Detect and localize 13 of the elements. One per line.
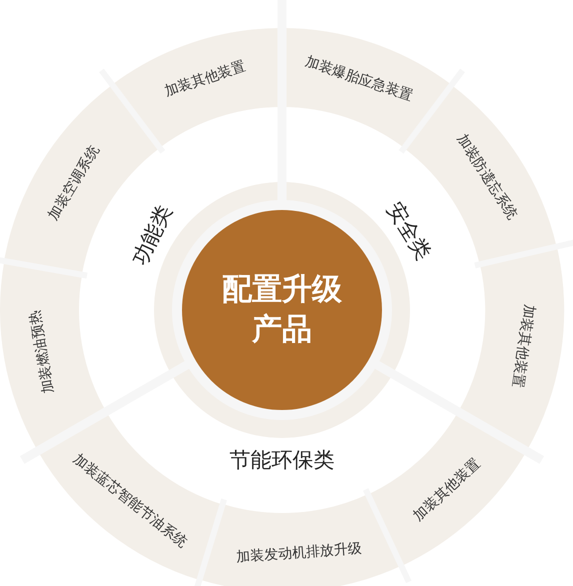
center-title: 配置升级产品: [221, 270, 343, 349]
segment-label: 加装其他装置: [162, 56, 248, 100]
segment-label: 加装蓝芯智能节油系统: [70, 450, 190, 552]
segment-label: 加装其他装置: [410, 454, 484, 525]
segment-label: 加装发动机排放升级: [236, 540, 362, 567]
category-label: 节能环保类: [230, 447, 334, 474]
segment-label: 加装其他装置: [508, 303, 538, 389]
segment-label: 加装空调系统: [44, 142, 104, 224]
segment-label: 加装爆胎应急装置: [303, 52, 416, 105]
segment-label: 加装防遗忘系统: [452, 131, 521, 224]
category-label: 功能类: [126, 200, 178, 270]
category-label: 安全类: [381, 196, 438, 265]
segment-label: 加装燃油预热: [26, 309, 58, 396]
